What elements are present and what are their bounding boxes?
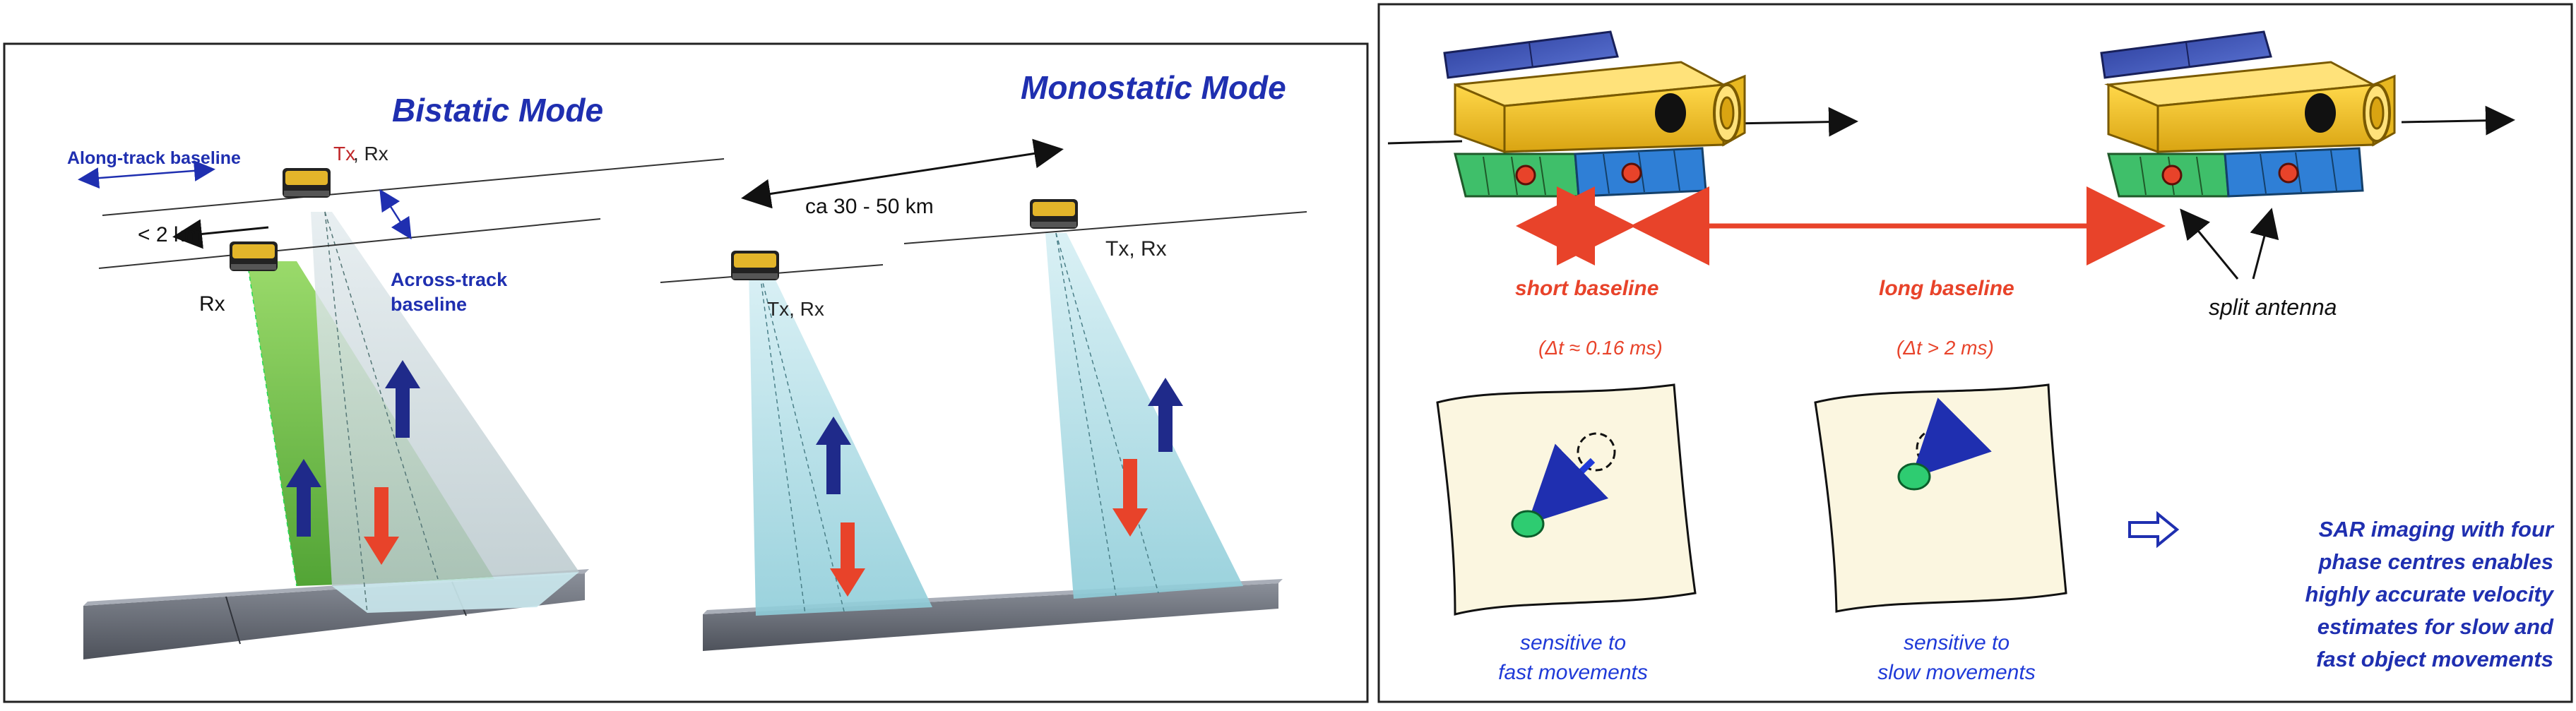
conclusion-line-1: SAR imaging with four: [2319, 517, 2555, 542]
tx-label: Tx: [333, 143, 355, 165]
ground-sheet-slow: [1814, 383, 2067, 613]
motion-arrow-down-3: [1112, 459, 1148, 537]
motion-arrow-up-4: [1148, 378, 1183, 452]
split-antenna-pointer-1: [2180, 208, 2239, 280]
conclusion-line-2: phase centres enables: [2317, 549, 2553, 574]
distance-large-label: ca 30 - 50 km: [805, 195, 934, 218]
long-baseline-label: long baseline: [1879, 277, 2014, 300]
rx-label: Rx: [199, 292, 225, 316]
txrx-left-label: Tx, Rx: [767, 298, 824, 320]
short-baseline-label: short baseline: [1515, 277, 1658, 300]
along-track-label: Along-track baseline: [67, 148, 241, 168]
conclusion-line-5: fast object movements: [2316, 647, 2553, 671]
sensor-dot: [2305, 93, 2336, 133]
bistatic-title: Bistatic Mode: [392, 92, 603, 129]
target-position-fast: [1511, 510, 1545, 538]
split-antenna-pointer-2: [2250, 208, 2279, 280]
left-panel: Bistatic Mode Monostatic Mode Along-trac…: [3, 42, 1369, 703]
monostatic-title: Monostatic Mode: [1021, 69, 1286, 106]
short-baseline-dt: (Δt ≈ 0.16 ms): [1538, 337, 1663, 359]
conclusion-line-4: estimates for slow and: [2317, 614, 2554, 639]
across-track-label-2: baseline: [391, 294, 467, 315]
conclusion-arrow-icon: [2128, 510, 2180, 549]
motion-arrow-up-1: [286, 459, 321, 537]
txrx-right-label: Tx, Rx: [1105, 237, 1167, 261]
distance-small-label: < 2 km: [138, 223, 202, 246]
across-track-label-1: Across-track: [391, 269, 508, 290]
conclusion-line-3: highly accurate velocity: [2305, 582, 2555, 607]
phase-centre-1: [1515, 165, 1536, 186]
orbit-line-1: [102, 158, 725, 216]
phase-centre-2: [1621, 162, 1642, 184]
slow-caption-line-2: slow movements: [1877, 661, 2035, 684]
footprint-bistatic: [332, 572, 579, 613]
movement-vector-fast: [1527, 443, 1609, 525]
flight-line-right-out: [2401, 105, 2515, 136]
satellite-tx-rx-bistatic: [283, 168, 331, 198]
slow-caption-line-1: sensitive to: [1904, 631, 2010, 655]
phase-centre-3: [2161, 165, 2183, 186]
orbit-line-2: [98, 218, 601, 269]
distance-arrow-large: [741, 138, 1064, 209]
split-antenna-label: split antenna: [2209, 294, 2337, 320]
conclusion-text: SAR imaging with four phase centres enab…: [2305, 517, 2555, 671]
long-baseline-dt: (Δt > 2 ms): [1897, 337, 1994, 359]
satellite-split-antenna-left: [1443, 30, 1746, 198]
flight-line-left-in: [1387, 140, 1463, 145]
phase-centre-4: [2278, 162, 2299, 184]
motion-arrow-up-3: [816, 417, 851, 494]
along-track-arrow: [78, 160, 215, 189]
satellite-mono-right: [1030, 199, 1078, 229]
beam-txrx-mono-right: [1045, 233, 1243, 599]
sensor-dot: [1655, 93, 1686, 133]
motion-arrow-down-2: [830, 522, 865, 597]
satellite-rx-bistatic: [230, 241, 278, 271]
motion-arrow-up-2: [385, 360, 420, 438]
target-position-slow: [1897, 462, 1931, 491]
across-track-arrow: [379, 189, 412, 240]
satellite-mono-left: [731, 251, 779, 280]
satellite-split-antenna-right: [2100, 30, 2396, 198]
ground-sheet-fast: [1436, 383, 1697, 616]
flight-line-left-out: [1730, 107, 1858, 137]
tx-rx-suffix: , Rx: [353, 143, 388, 165]
fast-caption-line-1: sensitive to: [1520, 631, 1626, 655]
motion-arrow-down-1: [364, 487, 399, 565]
fast-caption-line-2: fast movements: [1498, 661, 1648, 684]
orbit-line-4: [903, 211, 1307, 244]
solar-panel: [2100, 30, 2272, 79]
right-panel: short baseline (Δt ≈ 0.16 ms) long basel…: [1377, 3, 2573, 703]
